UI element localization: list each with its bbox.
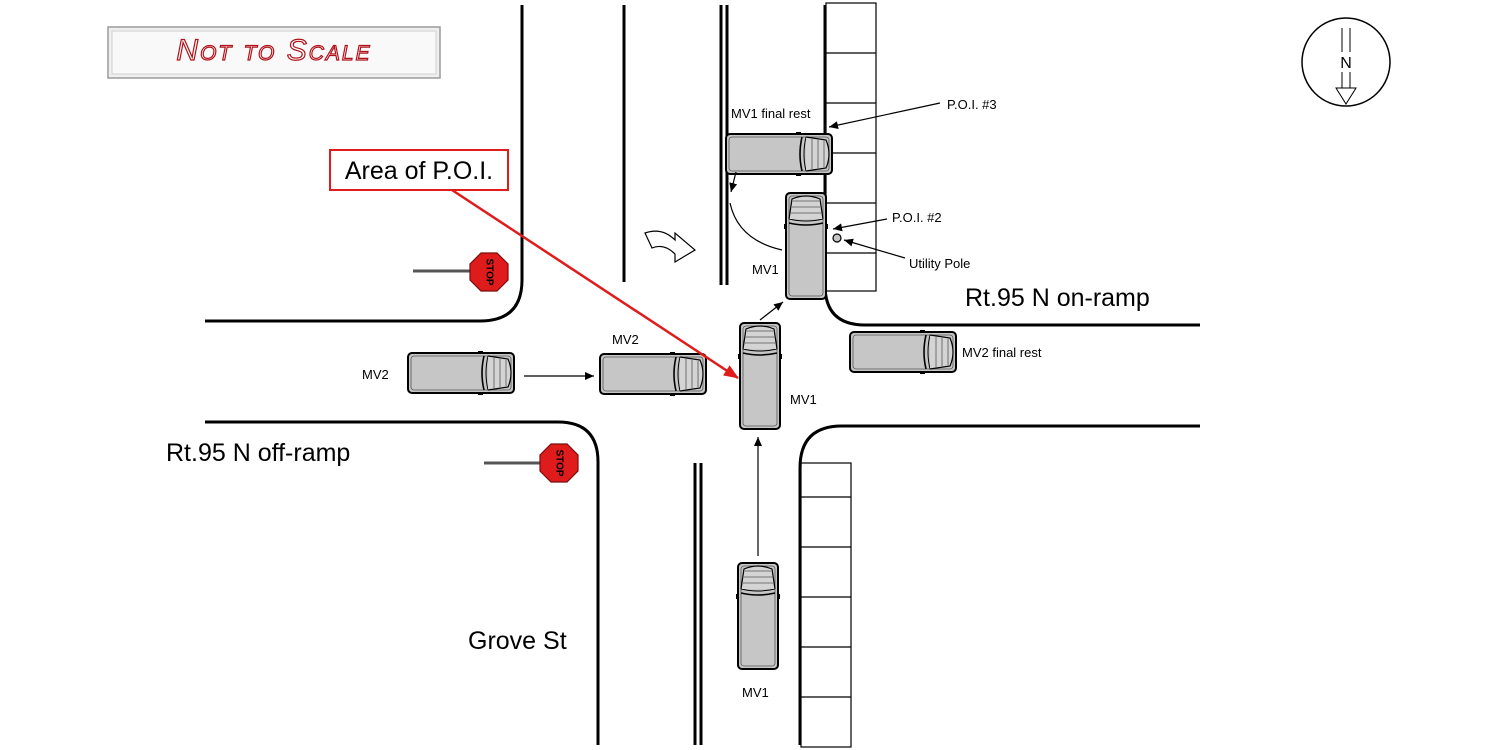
mv2-mid-label: MV2 [612, 332, 639, 347]
mv1-final-rest-vehicle [725, 131, 833, 177]
north-compass: N [1301, 17, 1391, 107]
mv2-final-rest-vehicle [849, 329, 957, 375]
mv1-final-rest-label: MV1 final rest [731, 106, 811, 121]
offramp-label: Rt.95 N off-ramp [166, 439, 350, 467]
mv1-upper-vehicle [783, 192, 829, 300]
poi2-label: P.O.I. #2 [892, 210, 942, 225]
parking-stalls-south [800, 462, 852, 748]
onramp-label: Rt.95 N on-ramp [965, 284, 1150, 312]
area-of-poi-callout: Area of P.O.I. [329, 149, 739, 380]
mv2-mid-vehicle [599, 351, 707, 397]
callout-text: Area of P.O.I. [345, 157, 493, 185]
lane-lines [622, 5, 729, 745]
motion-arrows [524, 102, 941, 556]
mv1-bottom-vehicle [735, 562, 781, 670]
mv2-left-label: MV2 [362, 367, 389, 382]
mv2-left-vehicle [407, 350, 515, 396]
vehicles [407, 131, 957, 670]
not-to-scale-banner: Not to Scale [107, 26, 441, 79]
grove-st-label: Grove St [468, 627, 567, 655]
mv1-trajectory-arc [729, 202, 783, 251]
banner-text: Not to Scale [176, 34, 371, 67]
mv1-upper-label: MV1 [752, 262, 779, 277]
mv1-center-vehicle [737, 322, 783, 430]
poi3-label: P.O.I. #3 [947, 97, 997, 112]
utility-pole [832, 233, 842, 243]
stop-sign-lower-text: STOP [553, 449, 564, 476]
utility-pole-label: Utility Pole [909, 256, 970, 271]
compass-letter: N [1340, 55, 1352, 72]
stop-sign-upper: STOP [413, 252, 509, 292]
mv1-center-label: MV1 [790, 392, 817, 407]
mv2-final-rest-label: MV2 final rest [962, 345, 1042, 360]
turn-arrow-icon [644, 230, 697, 264]
mv1-bottom-label: MV1 [742, 685, 769, 700]
stop-sign-upper-text: STOP [483, 258, 494, 285]
stop-sign-lower: STOP [484, 443, 579, 483]
